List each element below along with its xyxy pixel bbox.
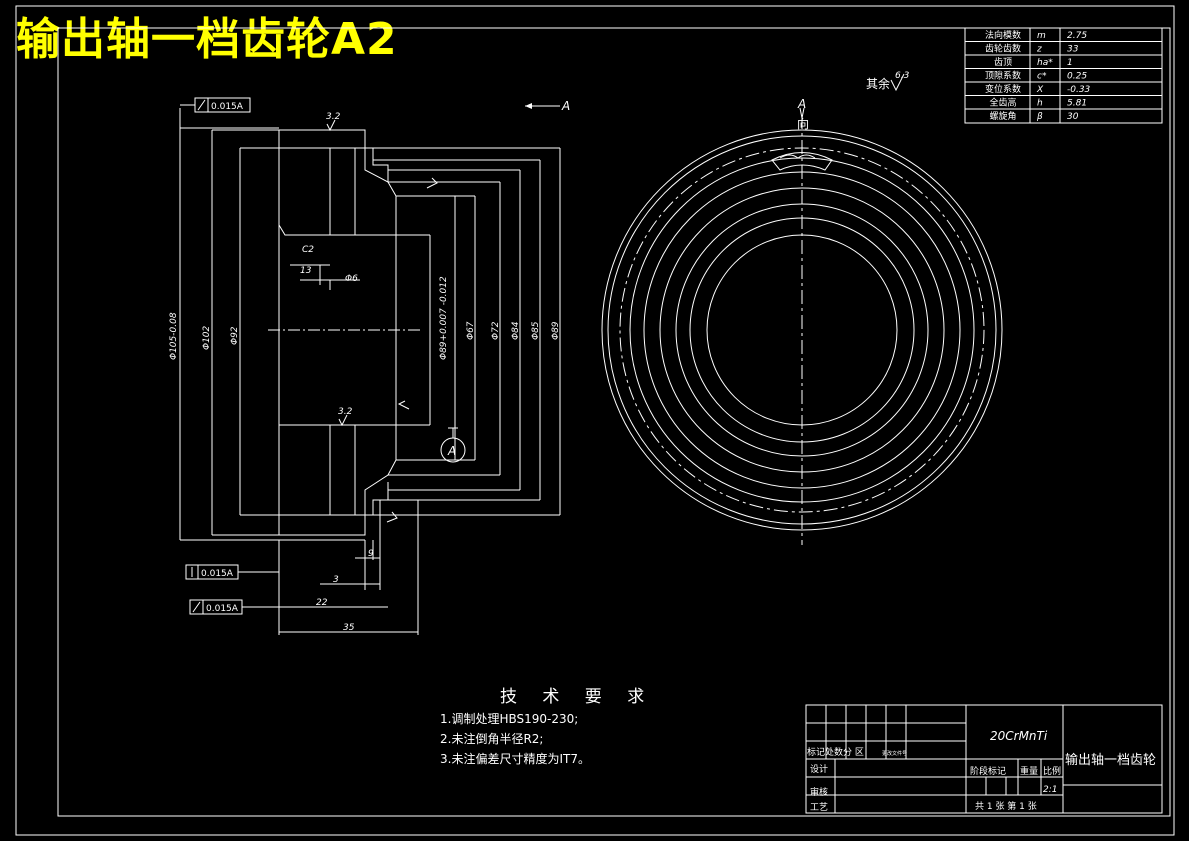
part-name-label: 输出轴一档齿轮 — [1065, 752, 1156, 768]
design-label: 设计 — [810, 763, 828, 775]
param-symbol: m — [1037, 31, 1046, 41]
param-label: 全齿高 — [989, 97, 1016, 109]
section-hatch-upper — [278, 147, 397, 236]
param-label: 齿顶 — [994, 57, 1012, 68]
requirement-item: 1.调制处理HBS190-230; — [440, 712, 579, 726]
scale-label: 比例 — [1043, 765, 1061, 777]
dim-22: 22 — [316, 598, 328, 608]
sheet-count: 共 1 张 第 1 张 — [975, 800, 1037, 812]
param-value: -0.33 — [1067, 85, 1091, 95]
material-label: 20CrMnTi — [990, 729, 1048, 743]
svg-text:0.015A: 0.015A — [201, 569, 234, 579]
weight-label: 重量 — [1020, 765, 1038, 777]
dim-6: Φ6 — [345, 274, 358, 284]
dim-c2: C2 — [302, 245, 314, 255]
revision-header: 标记处数分 区 — [807, 746, 864, 758]
param-symbol: X — [1036, 85, 1044, 95]
dim-d89b: Φ89 — [551, 321, 561, 340]
view-direction-a: A — [797, 97, 806, 111]
scale-value: 2:1 — [1043, 785, 1057, 795]
dim-d67: Φ67 — [466, 321, 476, 340]
requirement-item: 2.未注倒角半径R2; — [440, 732, 544, 746]
dim-d84: Φ84 — [511, 321, 521, 340]
section-hatch-lower — [278, 424, 397, 516]
drawing-title: 输出轴一档齿轮A2 — [16, 14, 398, 65]
roughness-bore-icon — [338, 414, 348, 427]
stage-mark-label: 阶段标记 — [970, 765, 1006, 777]
param-symbol: ha* — [1037, 58, 1053, 68]
requirement-item: 3.未注偏差尺寸精度为IT7。 — [440, 752, 590, 766]
dim-d105: Φ105-0.08 — [169, 312, 179, 360]
roughness-symbol-icon — [890, 73, 905, 92]
svg-text:0.015A: 0.015A — [206, 604, 239, 614]
param-value: 1 — [1067, 58, 1073, 68]
dim-d92: Φ92 — [230, 326, 240, 345]
dim-d89: Φ89+0.007 -0.012 — [439, 276, 449, 360]
roughness-hub-lower-icon — [386, 511, 398, 523]
runout-tolerance-box-bottom: 0.015A — [189, 599, 243, 615]
param-value: 5.81 — [1067, 99, 1087, 109]
param-symbol: β — [1036, 112, 1043, 122]
dim-9: 9 — [368, 549, 374, 559]
requirements-title: 技 术 要 求 — [500, 687, 655, 707]
inner-frame — [57, 27, 1171, 817]
runout-tolerance-box-top: 0.015A — [194, 97, 251, 113]
dim-d85: Φ85 — [531, 321, 541, 340]
title-block: 20CrMnTi 输出轴一档齿轮 标记处数分 区 更改文件号 设计 审核 工艺 … — [805, 704, 1163, 814]
svg-text:3.2: 3.2 — [338, 407, 353, 417]
param-label: 螺旋角 — [989, 110, 1016, 122]
svg-text:0.015A: 0.015A — [211, 102, 244, 112]
roughness-top-icon — [326, 119, 336, 132]
roughness-rest-label: 其余 — [866, 76, 890, 91]
tooth-detail — [771, 152, 833, 171]
param-label: 齿轮齿数 — [985, 43, 1021, 55]
param-value: 33 — [1067, 45, 1079, 55]
param-value: 30 — [1067, 112, 1079, 122]
svg-text:3.2: 3.2 — [326, 112, 341, 122]
roughness-hub-icon — [426, 177, 438, 189]
param-label: 变位系数 — [985, 83, 1021, 95]
param-label: 法向模数 — [985, 29, 1021, 41]
outer-frame — [15, 5, 1175, 836]
roughness-rest-note: 其余 6.3 — [866, 71, 910, 92]
dim-35: 35 — [343, 623, 355, 633]
param-symbol: h — [1037, 99, 1043, 109]
dim-d102: Φ102 — [202, 325, 212, 350]
section-view-a-label: A — [561, 99, 570, 113]
parameter-table: 法向模数 m 2.75 齿轮齿数 z 33 齿顶 ha* 1 顶隙系数 c* 0.25 变位系数 X -0.… — [964, 27, 1163, 124]
process-label: 工艺 — [810, 802, 828, 813]
review-label: 审核 — [810, 786, 828, 798]
param-symbol: z — [1036, 45, 1042, 55]
section-a-marker: A — [447, 444, 456, 458]
roughness-rest-value: 6.3 — [895, 71, 910, 81]
param-value: 0.25 — [1067, 72, 1087, 82]
view-direction-label: 向 — [797, 116, 809, 131]
front-view: A 向 — [601, 97, 1003, 545]
revision-file-label: 更改文件号 — [882, 750, 907, 757]
dim-d72: Φ72 — [491, 321, 501, 340]
param-value: 2.75 — [1067, 31, 1087, 41]
dim-3: 3 — [333, 575, 339, 585]
roughness-side-icon — [397, 400, 410, 410]
param-symbol: c* — [1037, 72, 1047, 82]
section-view: A 0.015A 0.015A 0.015A A 3.2 — [169, 97, 570, 635]
perpendicularity-tolerance-box: 0.015A — [185, 564, 239, 580]
param-label: 顶隙系数 — [985, 70, 1021, 82]
dim-13: 13 — [300, 266, 312, 276]
